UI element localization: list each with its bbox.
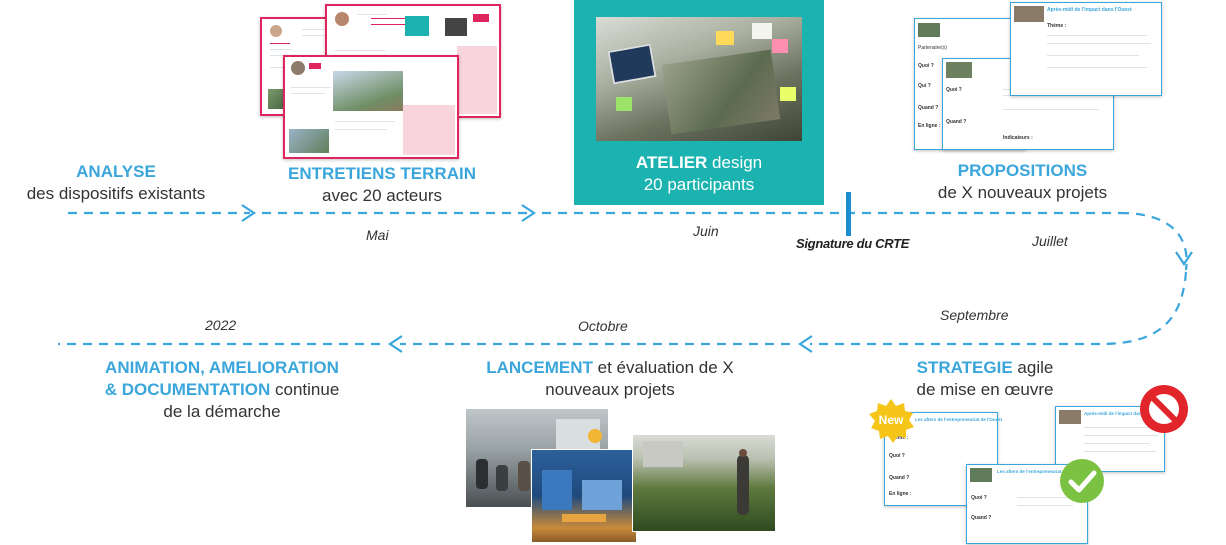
logo-tile	[473, 14, 489, 22]
avatar	[335, 12, 349, 26]
stage-propositions-text: de X nouveaux projets	[937, 183, 1108, 202]
card-photo	[946, 62, 972, 78]
stage-propositions: PROPOSITIONS de X nouveaux projets	[915, 160, 1130, 204]
card-photo	[918, 23, 940, 37]
stage-animation-title-rest: continue	[270, 380, 340, 399]
month-octobre: Octobre	[578, 318, 628, 334]
card-field: Quoi ?	[946, 87, 962, 93]
stage-propositions-title: PROPOSITIONS	[957, 161, 1088, 180]
stage-animation-title-line2: & DOCUMENTATION	[104, 380, 271, 399]
stage-entretiens-title: ENTRETIENS TERRAIN	[288, 164, 476, 183]
sticky-note	[772, 39, 788, 53]
sticky-note	[752, 23, 772, 39]
stage-entretiens: ENTRETIENS TERRAIN avec 20 acteurs	[282, 163, 482, 207]
stage-atelier-text: 20 participants	[643, 175, 755, 194]
stage-animation: ANIMATION, AMELIORATION & DOCUMENTATION …	[82, 357, 362, 423]
card-field: En ligne :	[918, 123, 941, 129]
card-title: Après-midi de l'impact dans l'Ouest	[1047, 7, 1132, 13]
card-field: En ligne :	[889, 491, 912, 497]
stage-lancement-title-rest: et évaluation de X	[592, 358, 734, 377]
card-field: Quand ?	[918, 105, 939, 111]
venue-photo	[531, 449, 637, 543]
logo-tile	[445, 18, 467, 36]
stage-lancement-text: nouveaux projets	[545, 380, 675, 399]
forbidden-icon	[1140, 385, 1188, 433]
stage-atelier: ATELIER design 20 participants	[574, 152, 824, 196]
atelier-panel: ATELIER design 20 participants	[574, 0, 824, 205]
card-field: Quoi ?	[971, 495, 987, 501]
logo-tile	[405, 16, 429, 36]
street-photo	[289, 129, 329, 153]
new-badge-label: New	[878, 413, 904, 427]
new-badge-icon	[869, 399, 914, 443]
card-title: Partenaire(s)	[918, 45, 947, 51]
card-field: Quoi ?	[918, 63, 934, 69]
month-septembre: Septembre	[940, 307, 1009, 323]
stage-entretiens-text: avec 20 acteurs	[321, 186, 442, 205]
stage-lancement-title: LANCEMENT	[486, 358, 593, 377]
sticky-note	[716, 31, 734, 45]
card-field: Thème :	[1047, 23, 1067, 29]
card-title: Les afters de l'entrepreneuriat de l'Oue…	[997, 469, 1085, 474]
stage-strategie-title-rest: agile	[1012, 358, 1054, 377]
stage-atelier-title: ATELIER	[635, 153, 708, 172]
avatar	[291, 61, 305, 75]
stage-analyse: ANALYSE des dispositifs existants	[14, 161, 218, 205]
garden-photo	[632, 434, 776, 532]
month-year: 2022	[205, 317, 237, 333]
logo-tile	[309, 63, 321, 69]
stage-lancement: LANCEMENT et évaluation de X nouveaux pr…	[470, 357, 750, 401]
stage-strategie-text: de mise en œuvre	[916, 380, 1054, 399]
check-icon	[1060, 459, 1104, 503]
stage-strategie-title: STRATEGIE	[916, 358, 1013, 377]
month-juin: Juin	[693, 223, 719, 239]
workshop-photo	[596, 17, 802, 141]
stage-animation-text: de la démarche	[163, 402, 281, 421]
month-juillet: Juillet	[1032, 233, 1068, 249]
project-card-3: Après-midi de l'impact dans l'Ouest Thèm…	[1010, 2, 1162, 96]
month-mai: Mai	[366, 227, 389, 243]
milestone-label: Signature du CRTE	[796, 236, 910, 251]
interview-doc-3	[283, 55, 459, 159]
card-title: Les afters de l'entrepreneuriat de l'Oue…	[915, 417, 1003, 422]
sticky-note	[616, 97, 632, 111]
stage-atelier-title-rest: design	[707, 153, 763, 172]
card-field: Quand ?	[889, 475, 910, 481]
street-photo	[333, 71, 403, 111]
stage-animation-title-line1: ANIMATION, AMELIORATION	[105, 358, 339, 377]
card-field: Qui ?	[918, 83, 931, 89]
card-field: Quand ?	[946, 119, 967, 125]
stage-strategie: STRATEGIE agile de mise en œuvre	[890, 357, 1080, 401]
card-title: Après-midi de l'impact dans l'Ouest	[1084, 411, 1161, 416]
card-field: Quoi ?	[889, 453, 905, 459]
card-field: Indicateurs :	[1003, 135, 1033, 141]
stage-analyse-text: des dispositifs existants	[26, 184, 206, 203]
avatar	[270, 25, 282, 37]
card-photo	[1014, 6, 1044, 22]
card-field: Thème :	[889, 435, 909, 441]
stage-analyse-title: ANALYSE	[76, 162, 156, 181]
card-field: Quand ?	[971, 515, 992, 521]
card-photo	[970, 468, 992, 482]
sticky-note	[780, 87, 796, 101]
card-photo	[1059, 410, 1081, 424]
